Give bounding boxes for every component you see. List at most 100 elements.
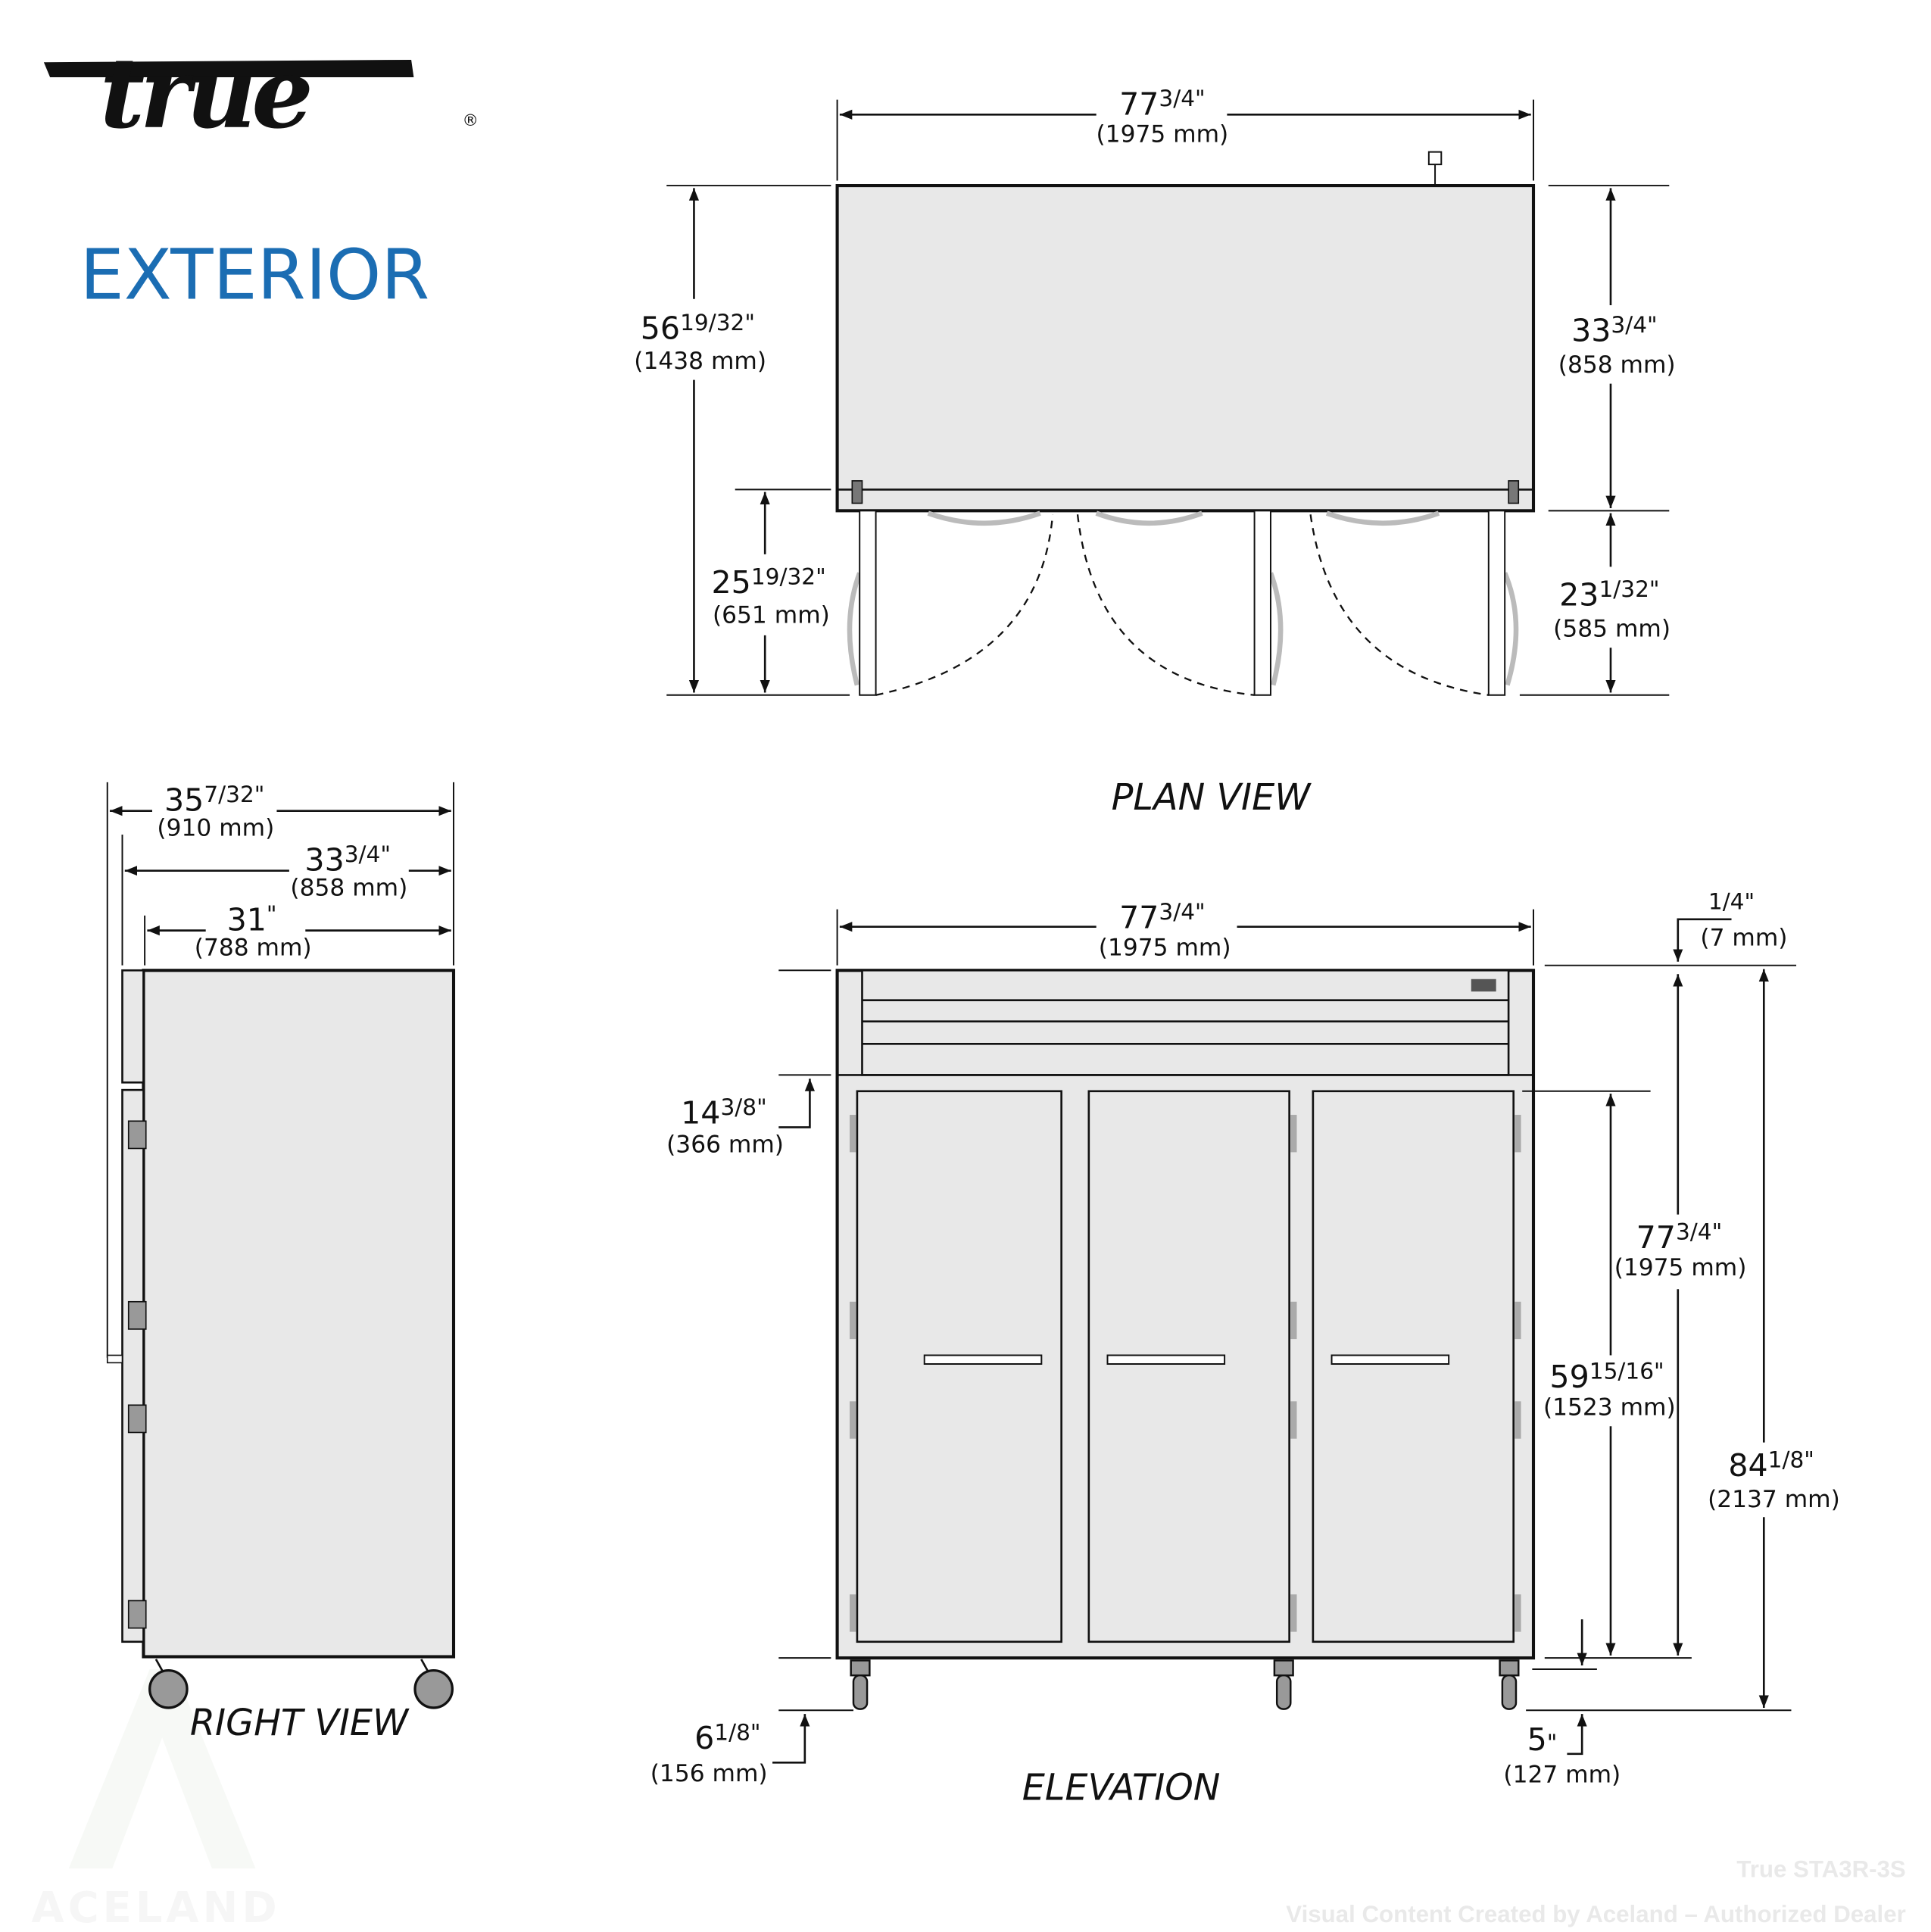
elevation-cabinet-height-frac: 3/4" [1676, 1219, 1722, 1245]
drawing-line: 773/4" [1119, 899, 1206, 936]
plan-depth-open-mm: (1438 mm) [634, 348, 766, 375]
drawing-line [121, 1088, 145, 1643]
drawing-line [923, 1354, 1450, 1365]
drawing-line [127, 1600, 147, 1629]
credit-watermark: Visual Content Created by Aceland – Auth… [1286, 1901, 1905, 1927]
drawing-line [1290, 1594, 1297, 1632]
drawing-line: 231/32" [1559, 576, 1659, 613]
elevation-label: ELEVATION [1022, 1768, 1221, 1809]
drawing-line [127, 1404, 147, 1434]
right-depth-whole: 33 [304, 842, 344, 879]
drawing-line [1515, 1115, 1521, 1153]
drawing-line [772, 1714, 810, 1764]
drawing-line: 61/8" [694, 1720, 760, 1757]
drawing-line [142, 969, 456, 1659]
right-depth-frac: 3/4" [345, 841, 391, 867]
drawing-line [127, 1120, 147, 1150]
elevation-width-whole: 77 [1119, 899, 1159, 935]
drawing-line [1275, 1674, 1292, 1710]
drawing-line [835, 184, 1536, 513]
elevation-top-gap-frac: 1/4" [1708, 889, 1755, 915]
elevation-door-height-mm: (1523 mm) [1543, 1394, 1676, 1421]
right-view-label: RIGHT VIEW [190, 1703, 410, 1744]
drawing-line [1253, 510, 1271, 696]
drawing-line: 5915/16" [1549, 1359, 1664, 1396]
section-title: EXTERIOR [80, 235, 430, 316]
plan-door-swing-whole: 25 [712, 564, 751, 601]
elevation-top-gap-mm: (7 mm) [1700, 924, 1787, 951]
drawing-line [121, 969, 145, 1084]
drawing-line [1330, 1354, 1450, 1365]
plan-door-swing-mm: (651 mm) [713, 601, 830, 629]
drawing-line [850, 1659, 871, 1677]
drawing-line [1290, 1115, 1297, 1153]
drawing-line [847, 572, 863, 686]
drawing-line [1501, 1674, 1518, 1710]
drawing-line [923, 1354, 1043, 1365]
drawing-line [1499, 1659, 1520, 1677]
drawing-line [1515, 1401, 1521, 1439]
watermark-logo: ACELAND [31, 1884, 280, 1932]
drawing-line: 2519/32" [712, 563, 826, 601]
plan-door-clear-frac: 1/32" [1599, 576, 1659, 602]
drawing-line [43, 59, 414, 77]
drawing-line [850, 1594, 856, 1632]
elevation-caster-mm: (156 mm) [650, 1760, 768, 1787]
plan-view-label: PLAN VIEW [1112, 777, 1312, 819]
right-overall-depth-frac: 7/32" [204, 782, 264, 807]
right-overall-depth-whole: 35 [164, 782, 204, 819]
elevation-caster-small-frac: " [1547, 1730, 1558, 1756]
drawing-line [847, 510, 1519, 686]
elevation-caster-small-mm: (127 mm) [1503, 1762, 1621, 1789]
drawing-line [778, 1078, 815, 1128]
elevation-overall-height-whole: 84 [1728, 1447, 1767, 1484]
drawing-line [1290, 1401, 1297, 1439]
drawing-line [1268, 572, 1284, 686]
elevation-overall-height-mm: (2137 mm) [1708, 1486, 1840, 1513]
elevation-grille-mm: (366 mm) [666, 1131, 784, 1158]
plan-depth-open-frac: 19/32" [680, 310, 755, 336]
drawing-line [851, 480, 863, 504]
drawing-line: 333/4" [304, 841, 391, 879]
drawing-line [1567, 1714, 1587, 1756]
drawing-line [875, 514, 1489, 696]
drawing-line: 841/8" [1728, 1447, 1814, 1484]
elevation-width-mm: (1975 mm) [1099, 935, 1231, 962]
brand-logo-text: true [100, 37, 310, 151]
elevation-cabinet-height-whole: 77 [1636, 1219, 1676, 1256]
drawing-line [850, 1659, 1520, 1710]
drawing-line [850, 1115, 1521, 1632]
drawing-line [861, 969, 1510, 1076]
drawing-line [850, 1301, 856, 1340]
plan-door-clear-whole: 23 [1559, 576, 1599, 613]
drawing-line [850, 1401, 856, 1439]
elevation-cabinet-height-mm: (1975 mm) [1614, 1254, 1747, 1281]
drawing-line [413, 1668, 454, 1709]
drawing-line [1312, 1090, 1515, 1643]
drawing-line [1309, 514, 1489, 696]
drawing-line [1515, 1301, 1521, 1340]
drawing-line [1487, 510, 1506, 696]
drawing-line [127, 1120, 147, 1629]
drawing-line [1325, 510, 1440, 526]
elevation-overall-height-frac: 1/8" [1768, 1447, 1814, 1473]
true-logo: true ® [43, 37, 479, 151]
drawing-line [859, 510, 877, 696]
plan-width-whole: 77 [1119, 86, 1159, 122]
model-watermark: True STA3R-3S [1736, 1856, 1905, 1883]
drawing-line [1290, 1301, 1297, 1340]
drawing-line [148, 1668, 189, 1709]
plan-view: 773/4" (1975 mm) 5619/32" (1438 mm) 2519… [634, 86, 1675, 819]
plan-width-mm: (1975 mm) [1097, 121, 1229, 148]
drawing-line [1508, 480, 1520, 504]
drawing-line: 143/8" [681, 1094, 767, 1131]
elevation-width-frac: 3/4" [1159, 899, 1205, 925]
drawing-line [1076, 514, 1255, 696]
plan-door-clear-mm: (585 mm) [1553, 615, 1671, 642]
plan-depth-whole: 33 [1571, 313, 1611, 349]
elevation-caster-small-whole: 5 [1527, 1721, 1547, 1758]
drawing-line [68, 1668, 256, 1869]
elevation-caster-whole: 6 [694, 1720, 714, 1756]
